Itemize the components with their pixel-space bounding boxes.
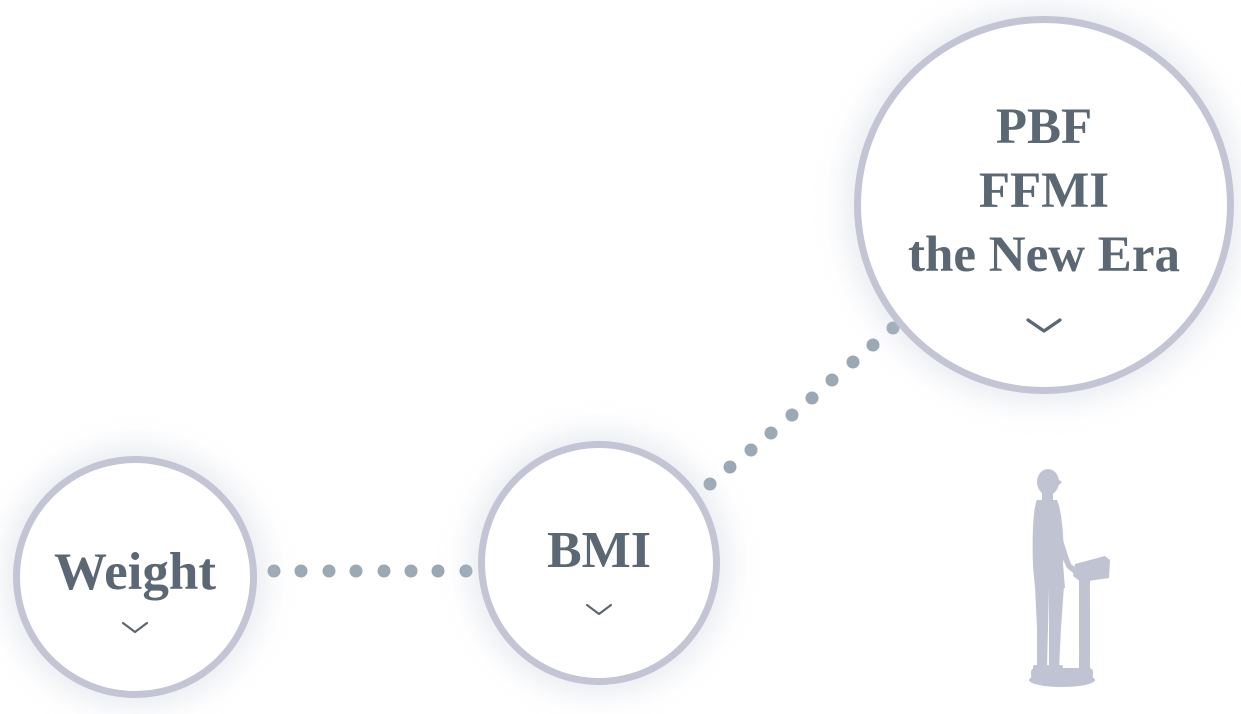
connector-dot — [404, 564, 418, 578]
connector-dot — [785, 408, 799, 422]
pbf-ffmi-title: PBF FFMI the New Era — [908, 95, 1180, 287]
bmi-label: BMI — [547, 522, 651, 579]
connector-dot — [459, 564, 473, 578]
connector-dot — [825, 373, 839, 387]
weight-node[interactable]: Weight — [13, 456, 257, 698]
connector-dot — [723, 460, 737, 474]
connector-dot — [294, 564, 308, 578]
pbf-label: PBF — [995, 99, 1093, 155]
chevron-down-icon — [585, 603, 613, 616]
pbf-ffmi-node[interactable]: PBF FFMI the New Era — [854, 16, 1234, 394]
connector-dot — [846, 355, 860, 369]
connector-dot — [349, 564, 363, 578]
connector-dot — [744, 443, 758, 457]
connector-dot — [322, 564, 336, 578]
chevron-down-icon — [1026, 318, 1062, 333]
new-era-label: the New Era — [908, 227, 1180, 283]
bmi-node[interactable]: BMI — [478, 441, 720, 685]
connector-dot — [431, 564, 445, 578]
person-on-body-composition-analyzer-icon — [1029, 469, 1110, 687]
connector-dot — [764, 426, 778, 440]
ffmi-label: FFMI — [978, 163, 1110, 219]
connector-dot — [866, 338, 880, 352]
connector-dot — [703, 477, 717, 491]
connector-dot — [805, 391, 819, 405]
weight-label: Weight — [54, 542, 216, 601]
connector-dot — [267, 564, 281, 578]
chevron-down-icon — [121, 621, 149, 633]
connector-dot — [377, 564, 391, 578]
